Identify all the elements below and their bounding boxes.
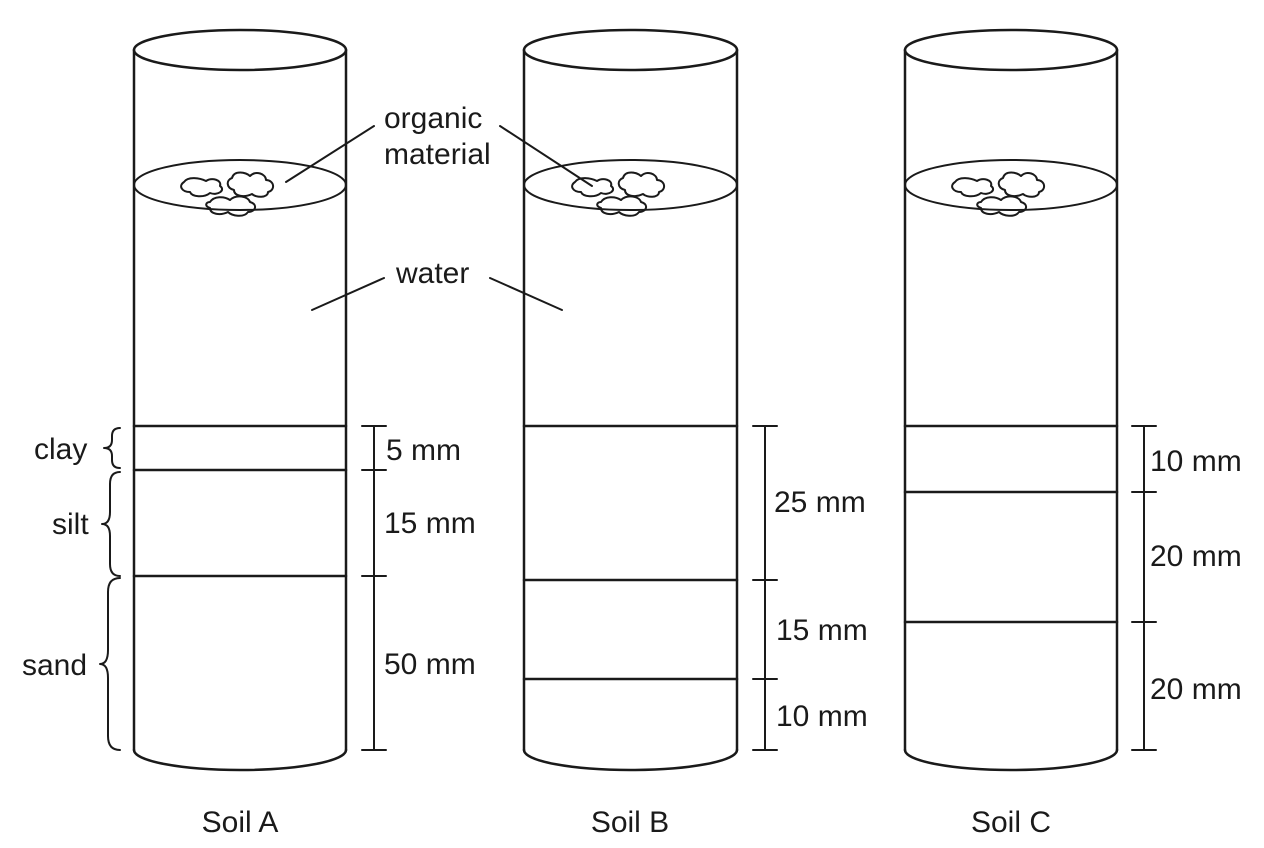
soil-a-organic-material	[180, 171, 274, 217]
soil-c-title: Soil C	[971, 806, 1051, 839]
soil-a-bottom-rim	[132, 748, 348, 772]
soil-b-layer-2-label: 15 mm	[776, 614, 868, 647]
soil-b-column	[522, 28, 739, 772]
soil-a-top-rim	[132, 28, 348, 72]
soil-c-ruler	[1131, 425, 1157, 751]
soil-a-layer-1-label: 5 mm	[386, 434, 461, 467]
water-leader-b	[489, 277, 563, 311]
soil-a-ruler	[361, 425, 387, 751]
soil-b-ruler	[752, 425, 778, 751]
soil-c-layer-2-label: 20 mm	[1150, 540, 1242, 573]
soil-c-column	[903, 28, 1119, 772]
soil-c-organic-material	[951, 171, 1045, 217]
soil-a-braces	[99, 427, 121, 751]
soil-b-layer-3-label: 10 mm	[776, 700, 868, 733]
silt-label: silt	[52, 508, 89, 541]
soil-c-layer-3-label: 20 mm	[1150, 673, 1242, 706]
soil-a-column	[132, 28, 348, 772]
organic-label-line-2: material	[384, 138, 491, 171]
water-leader-a	[311, 277, 385, 311]
soil-c-water-surface	[904, 159, 1118, 211]
soil-a-layer-3-label: 50 mm	[384, 648, 476, 681]
sand-brace	[99, 577, 121, 751]
sand-label: sand	[22, 649, 87, 682]
soil-b-title: Soil B	[591, 806, 669, 839]
soil-b-top-rim	[522, 28, 739, 72]
soil-c-bottom-rim	[903, 748, 1119, 772]
clay-label: clay	[34, 433, 87, 466]
soil-b-water-surface	[523, 159, 738, 211]
soil-b-organic-material	[571, 171, 665, 217]
organic-label-line-1: organic	[384, 102, 482, 135]
soil-a-water-surface	[133, 159, 347, 211]
soil-a-title: Soil A	[202, 806, 279, 839]
soil-c-top-rim	[903, 28, 1119, 72]
soil-a-layer-2-label: 15 mm	[384, 507, 476, 540]
clay-brace	[103, 427, 121, 469]
soil-c-layer-1-label: 10 mm	[1150, 445, 1242, 478]
organic-leader-b	[499, 125, 593, 187]
organic-leader-a	[285, 125, 375, 183]
soil-b-bottom-rim	[522, 748, 739, 772]
soil-b-layer-1-label: 25 mm	[774, 486, 866, 519]
silt-brace	[101, 471, 121, 577]
water-label: water	[395, 257, 469, 290]
